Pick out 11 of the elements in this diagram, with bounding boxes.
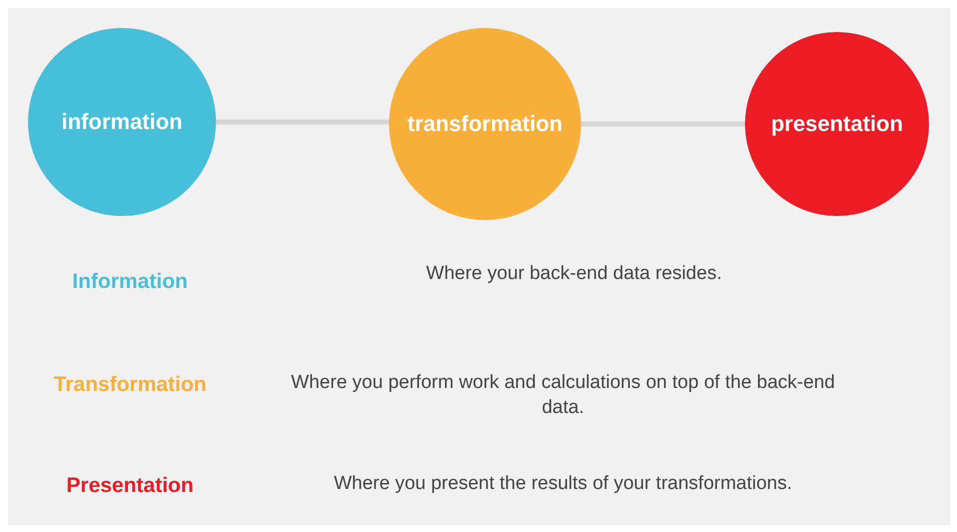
description-text: Where you perform work and calculations on top of the back-end data. (290, 371, 836, 420)
connector-line (581, 122, 745, 126)
node-label: presentation (770, 111, 904, 137)
description-text: Where you present the results of your transformations. (332, 472, 794, 496)
connector-line (216, 120, 389, 124)
term-label: Presentation (65, 473, 195, 499)
term-label: Transformation (52, 372, 208, 398)
term-label: Information (71, 269, 189, 295)
node-label: information (62, 109, 182, 135)
node-label: transformation (407, 111, 563, 137)
description-text: Where your back-end data resides. (425, 262, 723, 286)
